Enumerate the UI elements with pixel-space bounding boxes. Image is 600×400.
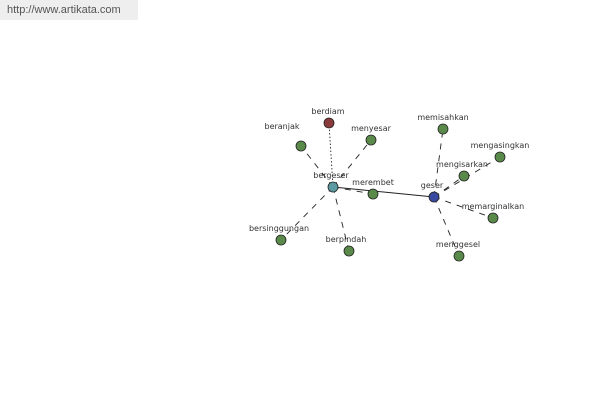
node-label-berpindah[interactable]: berpindah <box>326 235 367 244</box>
edge-bergeser-beranjak <box>300 145 334 188</box>
node-label-memisahkan[interactable]: memisahkan <box>417 113 468 122</box>
node-label-bersinggungan[interactable]: bersinggungan <box>249 224 309 233</box>
node-label-menyesar[interactable]: menyesar <box>351 124 392 133</box>
node-label-mengisarkan[interactable]: mengisarkan <box>436 160 488 169</box>
node-label-beranjak[interactable]: beranjak <box>264 122 299 131</box>
node-berdiam[interactable] <box>323 117 335 129</box>
node-berpindah[interactable] <box>343 245 355 257</box>
node-menggesel[interactable] <box>453 250 465 262</box>
graph-edges <box>280 122 501 257</box>
edge-bergeser-bersinggungan <box>280 186 334 241</box>
edge-bergeser-geser <box>332 186 435 198</box>
node-menyesar[interactable] <box>365 134 377 146</box>
node-label-berdiam[interactable]: berdiam <box>311 107 344 116</box>
edge-bergeser-berdiam <box>328 122 334 188</box>
node-label-bergeser[interactable]: bergeser <box>313 171 349 180</box>
node-label-menggesel[interactable]: menggesel <box>436 240 480 249</box>
node-label-memarginalkan[interactable]: memarginalkan <box>462 202 525 211</box>
node-bersinggungan[interactable] <box>275 234 287 246</box>
node-memarginalkan[interactable] <box>487 212 499 224</box>
node-bergeser[interactable] <box>327 181 339 193</box>
node-merembet[interactable] <box>367 188 379 200</box>
edge-geser-menggesel <box>433 196 460 257</box>
node-label-merembet[interactable]: merembet <box>352 178 394 187</box>
edge-geser-memarginalkan <box>433 196 494 219</box>
graph-nodes: bergeser geser berdiam beranjak menyesar mere… <box>249 107 530 262</box>
site-url-link[interactable]: http://www.artikata.com <box>0 0 138 20</box>
node-geser[interactable] <box>428 191 440 203</box>
node-beranjak[interactable] <box>295 140 307 152</box>
node-label-geser[interactable]: geser <box>421 181 444 190</box>
node-label-mengasingkan[interactable]: mengasingkan <box>471 141 530 150</box>
node-memisahkan[interactable] <box>437 123 449 135</box>
node-mengasingkan[interactable] <box>494 151 506 163</box>
node-mengisarkan[interactable] <box>458 170 470 182</box>
edge-bergeser-menyesar <box>332 139 372 188</box>
